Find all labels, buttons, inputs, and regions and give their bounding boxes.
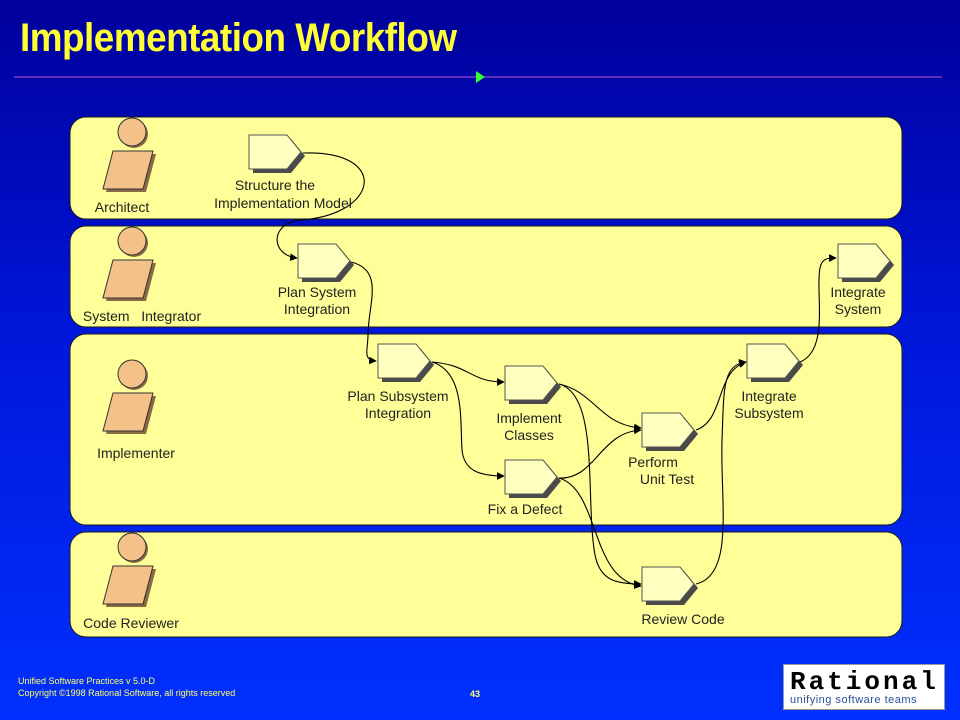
page-number: 43	[470, 689, 481, 699]
lane-architect	[69, 116, 903, 220]
role-label-implementer: Implementer	[97, 445, 175, 461]
worker-icon	[102, 359, 156, 434]
worker-icon	[102, 226, 156, 301]
logo-wordmark: Rational	[790, 667, 939, 697]
flow-connector	[799, 254, 837, 363]
flow-connector	[431, 361, 505, 480]
activity-label-fix-defect: Fix a Defect	[488, 501, 563, 517]
triangle-marker-icon	[476, 71, 485, 83]
page-title: Implementation Workflow	[20, 16, 457, 60]
flow-connector	[695, 359, 747, 585]
activity-icon	[377, 343, 434, 382]
footer-copyright: Unified Software Practices v 5.0-D Copyr…	[18, 675, 235, 699]
rational-logo: Rational unifying software teams	[783, 664, 945, 710]
flow-connector	[558, 426, 642, 479]
activity-icon	[248, 134, 305, 173]
flow-connector	[695, 360, 747, 431]
lane-implementer	[69, 333, 903, 526]
logo-tagline: unifying software teams	[790, 694, 918, 706]
lane-system-integrator	[69, 225, 903, 328]
flow-connector	[558, 477, 642, 590]
footer-line-course: Unified Software Practices v 5.0-D	[18, 676, 156, 686]
role-label-system-integrator: System Integrator	[83, 308, 202, 324]
role-label-code-reviewer: Code Reviewer	[83, 615, 179, 631]
flow-connector	[276, 152, 365, 262]
activity-icon	[641, 412, 698, 451]
flow-connector	[558, 383, 642, 588]
flow-connector	[350, 261, 377, 365]
lane-code-reviewer	[69, 531, 903, 638]
activity-icon	[297, 243, 354, 282]
footer-line-copyright: Copyright ©1998 Rational Software, all r…	[18, 688, 236, 698]
flow-connectors	[276, 152, 837, 590]
activity-icon	[504, 459, 561, 498]
worker-icon	[102, 117, 156, 192]
activity-icon	[504, 365, 561, 404]
flow-connector	[431, 361, 505, 386]
activity-icon	[641, 566, 698, 605]
flow-connector	[558, 383, 642, 432]
worker-icon	[102, 532, 156, 607]
activity-label-review-code: Review Code	[641, 611, 724, 627]
activity-icon	[837, 243, 894, 282]
role-label-architect: Architect	[95, 199, 150, 215]
activity-icon	[746, 343, 803, 382]
